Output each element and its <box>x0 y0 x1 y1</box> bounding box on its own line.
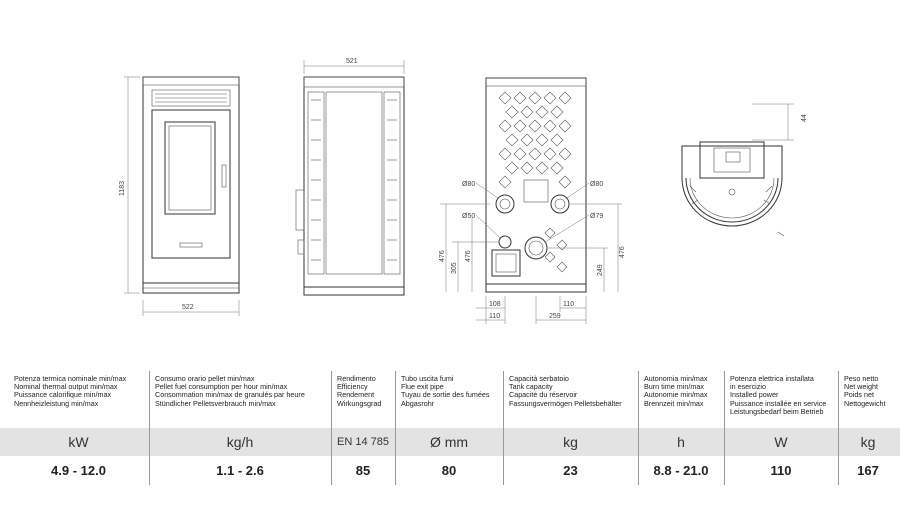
spec-header-line: Puissance calorifique min/max <box>14 390 112 400</box>
spec-value-cell: 1.1 - 2.6 <box>216 463 264 478</box>
dim-259: 259 <box>549 313 561 320</box>
top-view-drawing: 44 <box>681 103 808 237</box>
spec-header-line: Net weight <box>844 382 878 392</box>
spec-header-line: Pellet fuel consumption per hour min/max <box>155 382 288 392</box>
spec-value-cell: 23 <box>563 463 578 478</box>
column-separator <box>724 371 725 485</box>
spec-header-line: Potenza elettrica installata <box>730 374 814 383</box>
spec-header-line: Capacità serbatoio <box>509 374 569 383</box>
dim-476-a: 476 <box>439 250 446 262</box>
dim-110-a: 110 <box>489 313 500 320</box>
column-separator <box>395 371 396 485</box>
spec-header-line: Tank capacity <box>509 382 553 392</box>
column-separator <box>331 371 332 485</box>
spec-unit-cell: kg <box>860 434 876 450</box>
front-view-drawing: 522 1183 <box>119 76 240 316</box>
spec-value-cell: 80 <box>441 463 457 478</box>
spec-header-line: Rendement <box>337 390 375 400</box>
spec-unit-cell: Ø mm <box>429 434 469 450</box>
spec-header-line: Abgasrohr <box>401 398 435 408</box>
dim-305: 305 <box>451 262 458 274</box>
spec-header-line: Nettogewicht <box>844 398 886 408</box>
column-separator <box>838 371 839 485</box>
spec-header-line: Nennheizleistung min/max <box>14 398 99 408</box>
spec-header-line: Poids net <box>844 390 874 400</box>
column-separator <box>503 371 504 485</box>
spec-header-line: Nominal thermal output min/max <box>14 382 118 392</box>
spec-header-line: Burn time min/max <box>644 382 704 392</box>
spec-unit-cell: kg/h <box>226 434 254 450</box>
spec-header-line: Tubo uscita fumi <box>401 374 454 383</box>
spec-unit-cell: kW <box>68 434 89 450</box>
spec-header-line: Leistungsbedarf beim Betrieb <box>730 406 824 416</box>
dim-249: 249 <box>597 264 604 276</box>
spec-unit-cell: W <box>774 434 788 450</box>
dim-476-b: 476 <box>465 250 472 262</box>
spec-value-cell: 167 <box>857 463 879 478</box>
rear-view-drawing: Ø80 Ø80 Ø50 Ø79 476 476 305 249 476 108 … <box>439 77 626 324</box>
spec-header-line: Brennzeit min/max <box>644 398 704 408</box>
dim-476-c: 476 <box>619 246 626 258</box>
spec-header-line: Tuyau de sortie des fumées <box>401 390 490 400</box>
spec-header-line: Consumo orario pellet min/max <box>155 374 255 383</box>
spec-unit-cell: h <box>677 434 685 450</box>
side-depth-dimension: 521 <box>346 58 358 65</box>
spec-header-line: Autonomie min/max <box>644 390 708 400</box>
side-view-drawing: 521 <box>295 58 405 296</box>
inlet-diameter-large: Ø79 <box>590 213 603 220</box>
spec-header-line: Flue exit pipe <box>401 382 444 392</box>
inlet-diameter-small: Ø50 <box>462 213 475 220</box>
dim-110-b: 110 <box>563 301 574 308</box>
spec-header-line: Installed power <box>730 390 779 400</box>
dim-108: 108 <box>489 301 501 308</box>
spec-header-line: Peso netto <box>844 374 879 383</box>
spec-unit-cell: kg <box>563 434 578 450</box>
spec-header-line: Stündlicher Pelletsverbrauch min/max <box>155 398 276 408</box>
spec-value-cell: 8.8 - 21.0 <box>653 463 709 478</box>
front-width-dimension: 522 <box>182 304 194 311</box>
spec-header-line: Wirkungsgrad <box>337 398 382 408</box>
spec-value-row: 4.9 - 12.0 1.1 - 2.6 85 80 23 8.8 - 21.0 110 16… <box>0 456 900 486</box>
dim-44: 44 <box>801 114 808 122</box>
spec-value-cell: 4.9 - 12.0 <box>51 463 106 478</box>
spec-header-line: Fassungsvermögen Pelletsbehälter <box>509 398 622 408</box>
column-separator <box>149 371 150 485</box>
spec-header-line: Capacité du réservoir <box>509 390 578 400</box>
spec-header-line: Potenza termica nominale min/max <box>14 374 127 383</box>
flue-diameter-right: Ø80 <box>590 181 603 188</box>
spec-value-cell: 85 <box>355 463 371 478</box>
flue-diameter-left: Ø80 <box>462 181 475 188</box>
column-separator <box>638 371 639 485</box>
spec-unit-cell: EN 14 785 <box>337 436 389 448</box>
technical-drawings: 522 1183 521 <box>119 58 808 324</box>
spec-header-line: Consommation min/max de granulés par heu… <box>155 390 305 400</box>
spec-header-line: Rendimento <box>337 374 376 383</box>
spec-header-line: in esercizio <box>730 382 766 392</box>
height-dimension: 1183 <box>119 181 126 196</box>
spec-header-line: Efficiency <box>337 382 368 392</box>
spec-header-line: Puissance installée en service <box>730 398 827 408</box>
spec-header-line: Autonomia min/max <box>644 374 708 383</box>
spec-value-cell: 110 <box>770 463 792 478</box>
